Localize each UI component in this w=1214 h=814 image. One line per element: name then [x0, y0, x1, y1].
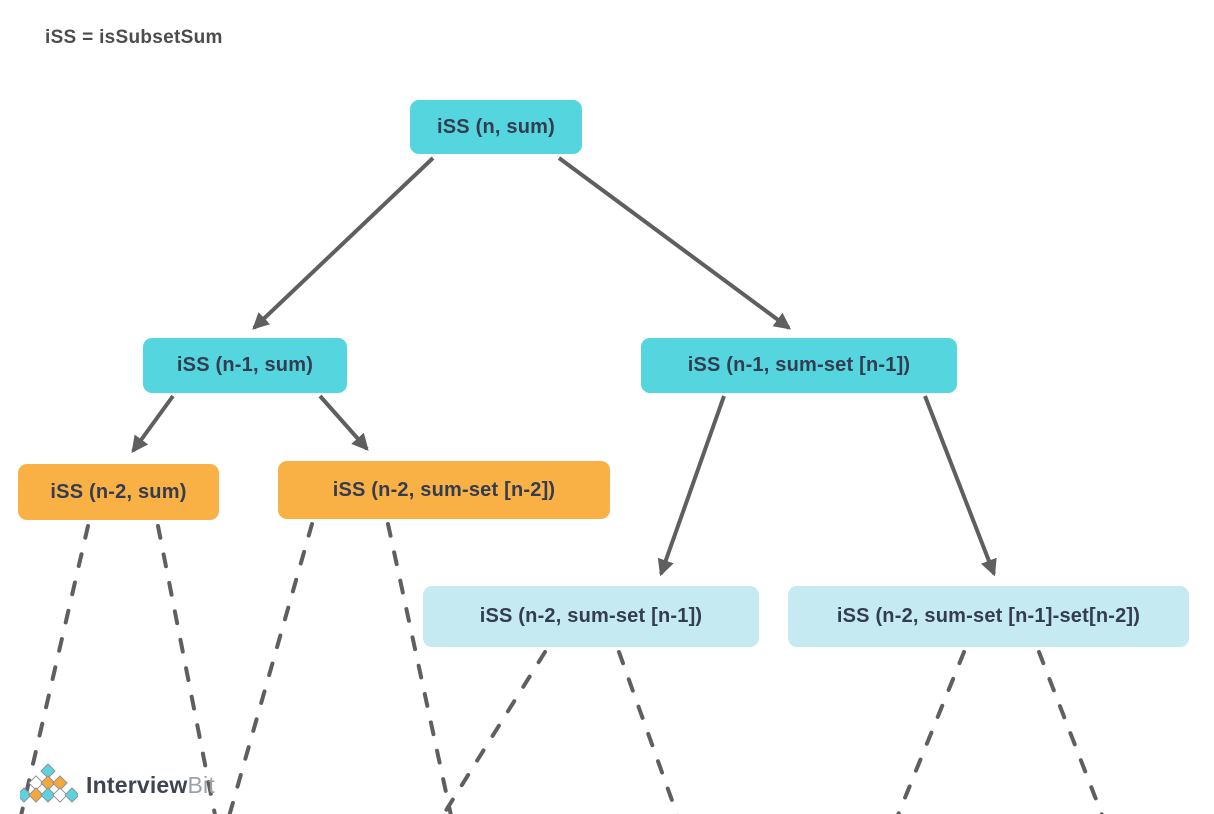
- node-iss-n2-sum-set-n1: iSS (n-2, sum-set [n-1]): [423, 586, 759, 647]
- interviewbit-logo: InterviewBit: [20, 763, 215, 807]
- node-iss-n1-sum-set-n1: iSS (n-1, sum-set [n-1]): [641, 338, 957, 393]
- diagram-title: iSS = isSubsetSum: [45, 27, 223, 48]
- dashed-edge-n2inex-left: [441, 650, 547, 814]
- node-iss-n2-sum-set-n2: iSS (n-2, sum-set [n-2]): [278, 461, 610, 519]
- dashed-edge-n2exin-right: [386, 522, 453, 814]
- dashed-edge-n2exex-left: [19, 524, 90, 814]
- logo-text-interview: Interview: [86, 771, 188, 798]
- edge-n1in-to-n2inex: [657, 395, 726, 577]
- node-iss-n2-sum: iSS (n-2, sum): [18, 464, 219, 520]
- node-iss-n1-sum: iSS (n-1, sum): [143, 338, 347, 393]
- edge-n1in-to-n2inin: [923, 395, 997, 577]
- edge-n1ex-to-n2exin: [318, 394, 369, 451]
- dashed-edge-n2exin-left: [227, 522, 314, 814]
- dashed-edge-n2exex-right: [156, 524, 217, 814]
- edge-root-to-n1in: [557, 156, 792, 330]
- edge-n1ex-to-n2exex: [131, 394, 175, 454]
- dashed-edge-n2inin-left: [896, 650, 966, 814]
- edge-root-to-n1ex: [252, 156, 435, 330]
- interviewbit-wordmark: InterviewBit: [86, 772, 215, 799]
- interviewbit-pyramid-icon: [20, 763, 78, 803]
- node-iss-n2-sum-set-n1-set-n2: iSS (n-2, sum-set [n-1]-set[n-2]): [788, 586, 1189, 647]
- node-iss-n-sum: iSS (n, sum): [410, 100, 582, 154]
- logo-text-bit: Bit: [187, 771, 215, 798]
- dashed-edge-n2inex-right: [617, 650, 679, 814]
- dashed-edge-n2inin-right: [1037, 650, 1104, 814]
